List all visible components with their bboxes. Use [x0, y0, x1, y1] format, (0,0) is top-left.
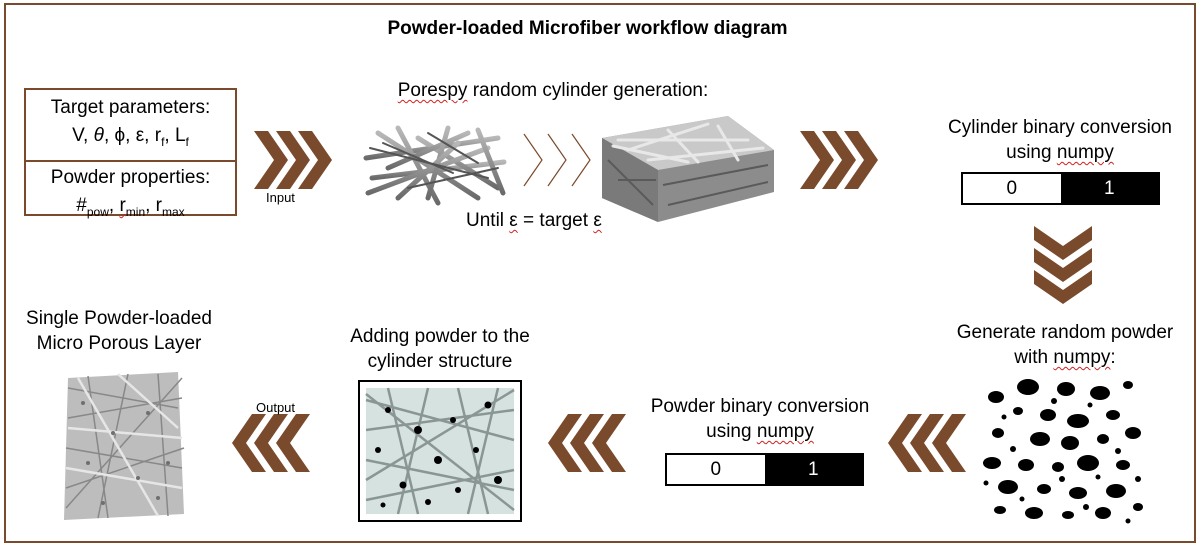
single-layer-line2: Micro Porous Layer	[36, 333, 202, 354]
adding-powder-line2: cylinder structure	[367, 351, 513, 372]
binary-zero-cell: 0	[963, 174, 1061, 203]
parameters-divider	[26, 159, 235, 162]
fiber-bundle-image	[363, 125, 507, 206]
input-chevron-right-icon	[254, 131, 332, 189]
single-layer-label: Single Powder-loaded Micro Porous Layer	[8, 306, 230, 356]
cylinder-binary-label: Cylinder binary conversion using numpy	[920, 115, 1200, 165]
random-powder-image	[983, 379, 1143, 524]
micro-porous-layer-image	[64, 372, 185, 520]
diagram-frame	[4, 3, 1196, 543]
binary-zero-cell: 0	[667, 455, 765, 484]
iteration-chevron-right-icon	[523, 133, 591, 187]
generate-powder-line2: with numpy:	[1014, 347, 1116, 368]
down-chevron-icon	[1034, 226, 1092, 304]
parameters-box: Target parameters: V, θ, ϕ, ε, rf, Lf Po…	[24, 88, 237, 219]
to-powder-binary-chevron-left-icon	[888, 414, 966, 472]
powder-properties-label: Powder properties:	[50, 166, 211, 188]
powder-binary-scale: 0 1	[665, 453, 864, 486]
cylinder-binary-line1: Cylinder binary conversion	[948, 117, 1172, 138]
input-label: Input	[266, 190, 295, 205]
powder-cylinder-structure-image	[358, 380, 522, 522]
to-adding-powder-chevron-left-icon	[548, 414, 626, 472]
output-chevron-left-icon	[232, 414, 310, 472]
generate-powder-label: Generate random powder with numpy:	[930, 320, 1200, 370]
target-parameters-values: V, θ, ϕ, ε, rf, Lf	[72, 125, 189, 149]
output-label: Output	[256, 400, 296, 415]
cylinder-binary-scale: 0 1	[961, 172, 1160, 205]
target-parameters-label: Target parameters:	[50, 97, 211, 118]
powder-binary-line2: using numpy	[706, 421, 814, 442]
diagram-title: Powder-loaded Microfiber workflow diagra…	[387, 18, 788, 39]
to-cylinder-binary-chevron-right-icon	[800, 131, 878, 189]
single-layer-line1: Single Powder-loaded	[26, 308, 212, 329]
adding-powder-line1: Adding powder to the	[350, 326, 530, 347]
powder-properties-values: #pow, rmin, rmax	[76, 194, 185, 219]
porespy-label: Porespy random cylinder generation:	[397, 80, 709, 101]
fiber-block-image	[602, 116, 774, 222]
generate-powder-line1: Generate random powder	[956, 322, 1174, 343]
powder-binary-line1: Powder binary conversion	[650, 396, 870, 417]
until-condition-label: Until ε = target ε	[466, 210, 602, 231]
cylinder-binary-line2: using numpy	[1006, 142, 1114, 163]
binary-one-cell: 1	[1060, 174, 1158, 203]
binary-one-cell: 1	[764, 455, 862, 484]
adding-powder-label: Adding powder to the cylinder structure	[320, 324, 560, 374]
powder-binary-label: Powder binary conversion using numpy	[620, 394, 900, 444]
